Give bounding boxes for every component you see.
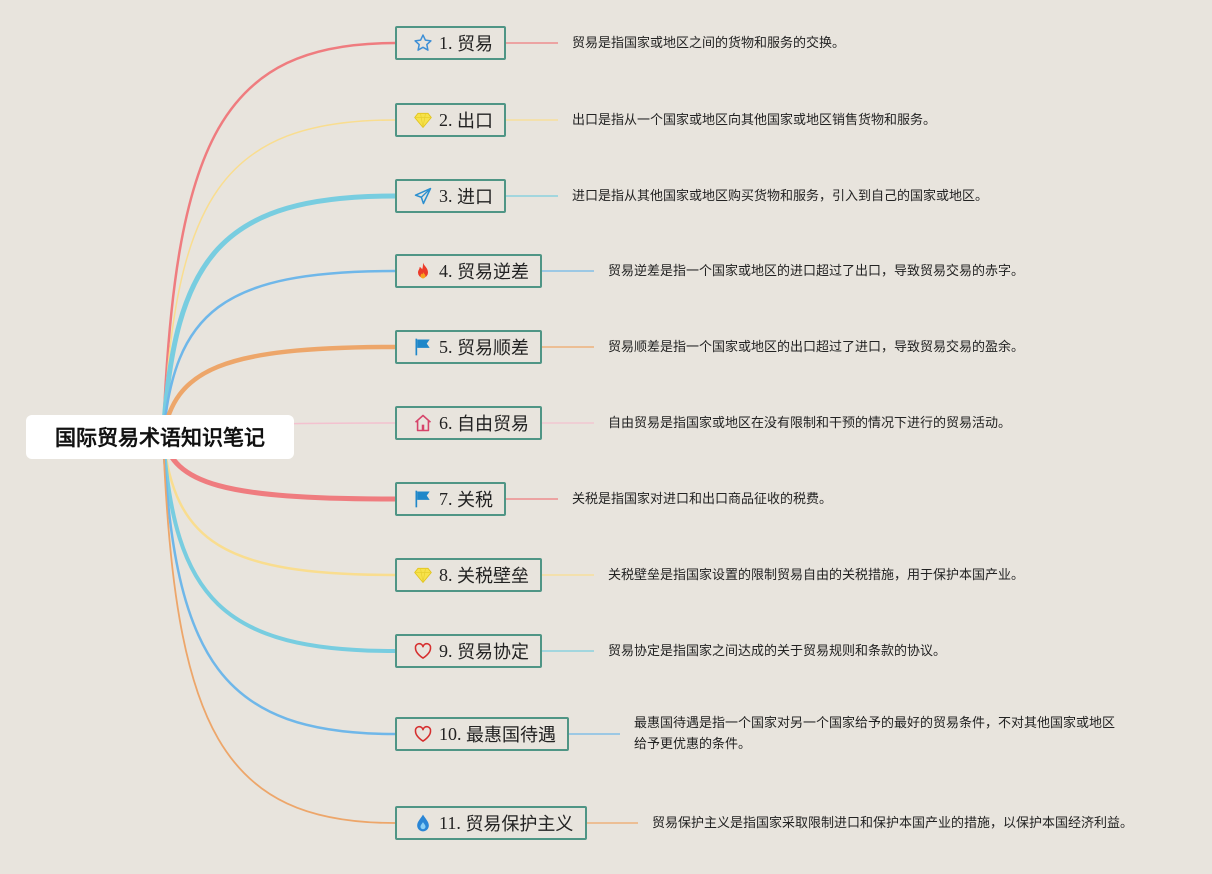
flag-icon [413, 489, 433, 509]
branch-line [160, 344, 398, 440]
term-description: 自由贸易是指国家或地区在没有限制和干预的情况下进行的贸易活动。 [608, 415, 1012, 431]
term-node[interactable]: 8. 关税壁垒 [395, 558, 542, 592]
term-name: 关税壁垒 [457, 566, 529, 586]
term-description: 贸易逆差是指一个国家或地区的进口超过了出口，导致贸易交易的赤字。 [608, 263, 1025, 279]
branch-line [162, 119, 396, 438]
term-description: 进口是指从其他国家或地区购买货物和服务，引入到自己的国家或地区。 [572, 188, 989, 204]
term-name: 贸易保护主义 [465, 814, 574, 834]
term-node[interactable]: 2. 出口 [395, 103, 506, 137]
term-number: 10. [439, 723, 466, 744]
term-description: 贸易是指国家或地区之间的货物和服务的交换。 [572, 35, 846, 51]
branch-line [161, 435, 397, 653]
branch-line [161, 435, 397, 736]
paper-plane-icon [413, 186, 433, 206]
term-node[interactable]: 1. 贸易 [395, 26, 506, 60]
term-number: 1. [439, 32, 457, 53]
term-number: 9. [439, 640, 457, 661]
star-icon [413, 33, 433, 53]
term-description: 出口是指从一个国家或地区向其他国家或地区销售货物和服务。 [572, 112, 937, 128]
term-node[interactable]: 5. 贸易顺差 [395, 330, 542, 364]
term-name: 贸易 [457, 34, 493, 54]
gem-icon [413, 565, 433, 585]
gem-icon [413, 110, 433, 130]
term-node[interactable]: 11. 贸易保护主义 [395, 806, 587, 840]
term-node[interactable]: 10. 最惠国待遇 [395, 717, 569, 751]
fire-icon [413, 261, 433, 281]
term-name: 贸易逆差 [457, 262, 529, 282]
heart-icon [413, 724, 433, 744]
term-name: 自由贸易 [457, 414, 529, 434]
term-description: 贸易协定是指国家之间达成的关于贸易规则和条款的协议。 [608, 643, 947, 659]
term-number: 4. [439, 260, 457, 281]
term-description: 贸易顺差是指一个国家或地区的出口超过了进口，导致贸易交易的盈余。 [608, 339, 1025, 355]
term-number: 11. [439, 812, 466, 833]
branch-line [162, 436, 396, 824]
branch-line [160, 193, 398, 440]
term-name: 贸易协定 [457, 642, 529, 662]
branch-line [161, 435, 397, 577]
term-number: 6. [439, 412, 457, 433]
branch-line [161, 269, 397, 439]
term-description: 关税是指国家对进口和出口商品征收的税费。 [572, 491, 833, 507]
term-number: 7. [439, 488, 457, 509]
branch-line [161, 41, 397, 439]
term-number: 2. [439, 109, 457, 130]
term-description: 贸易保护主义是指国家采取限制进口和保护本国产业的措施，以保护本国经济利益。 [652, 815, 1134, 831]
term-number: 3. [439, 185, 457, 206]
term-number: 8. [439, 564, 457, 585]
term-name: 出口 [457, 111, 493, 131]
term-node[interactable]: 7. 关税 [395, 482, 506, 516]
root-title: 国际贸易术语知识笔记 [55, 426, 265, 450]
term-node[interactable]: 6. 自由贸易 [395, 406, 542, 440]
term-description: 关税壁垒是指国家设置的限制贸易自由的关税措施，用于保护本国产业。 [608, 567, 1025, 583]
water-drop-icon [413, 813, 433, 833]
home-icon [413, 413, 433, 433]
term-name: 关税 [457, 490, 493, 510]
term-number: 5. [439, 336, 457, 357]
term-node[interactable]: 9. 贸易协定 [395, 634, 542, 668]
flag-icon [413, 337, 433, 357]
heart-icon [413, 641, 433, 661]
term-name: 最惠国待遇 [466, 725, 556, 745]
term-node[interactable]: 4. 贸易逆差 [395, 254, 542, 288]
term-node[interactable]: 3. 进口 [395, 179, 506, 213]
term-name: 贸易顺差 [457, 338, 529, 358]
term-name: 进口 [457, 187, 493, 207]
root-topic[interactable]: 国际贸易术语知识笔记 [26, 415, 294, 459]
term-description: 最惠国待遇是指一个国家对另一个国家给予的最好的贸易条件，不对其他国家或地区给予更… [634, 716, 1116, 752]
